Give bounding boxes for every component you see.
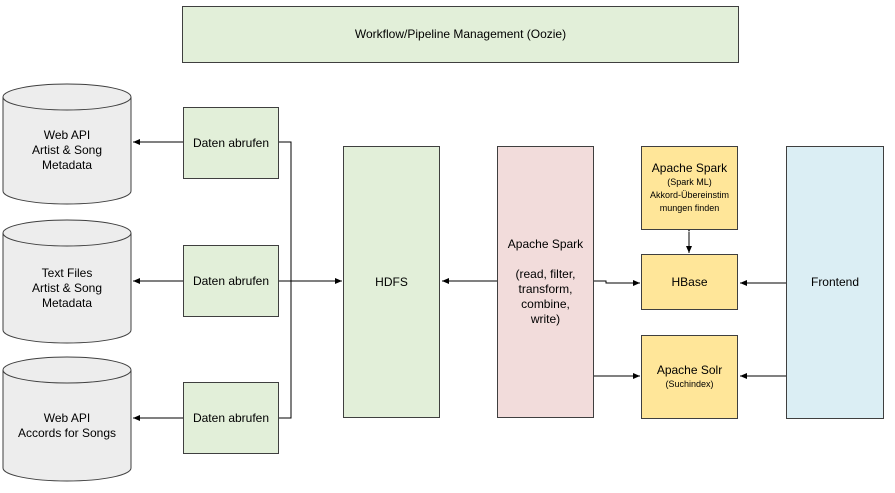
source-2-line-1: Text Files bbox=[41, 266, 93, 280]
line-fetch-3-to-bus bbox=[279, 281, 292, 419]
source-1-line-1: Web API bbox=[43, 128, 91, 142]
frontend-box: Frontend bbox=[786, 146, 884, 419]
fetcher-3-label: Daten abrufen bbox=[192, 410, 270, 425]
source-1-line-3: Metadata bbox=[41, 158, 93, 172]
cylinder-source-1 bbox=[2, 83, 132, 205]
workflow-management-box: Workflow/Pipeline Management (Oozie) bbox=[182, 6, 739, 63]
apache-solr-box: Apache Solr (Suchindex) bbox=[641, 335, 738, 419]
spark-title: Apache Spark bbox=[507, 237, 584, 251]
source-2-line-3: Metadata bbox=[41, 296, 93, 310]
spark-ml-detail: Akkord-Übereinstimmungen finden bbox=[649, 190, 730, 213]
source-3-line-2: Accords for Songs bbox=[17, 426, 117, 440]
hbase-label: HBase bbox=[671, 274, 708, 289]
spark-ml-box: Apache Spark (Spark ML) Akkord-Übereinst… bbox=[641, 146, 738, 230]
hdfs-label: HDFS bbox=[375, 274, 408, 289]
source-3-line-1: Web API bbox=[43, 411, 91, 425]
hbase-box: HBase bbox=[641, 254, 738, 310]
fetcher-box-3: Daten abrufen bbox=[183, 382, 279, 454]
fetcher-2-label: Daten abrufen bbox=[192, 273, 270, 288]
hdfs-box: HDFS bbox=[343, 146, 440, 418]
line-fetch-1-to-bus bbox=[279, 141, 292, 281]
source-1-line-2: Artist & Song bbox=[31, 143, 103, 157]
workflow-label: Workflow/Pipeline Management (Oozie) bbox=[354, 27, 567, 41]
source-3-label: Web API Accords for Songs bbox=[3, 411, 131, 441]
arrow-spark-to-hbase bbox=[594, 280, 640, 286]
source-1-label: Web API Artist & Song Metadata bbox=[3, 128, 131, 173]
apache-spark-box: Apache Spark (read, filter, transform, c… bbox=[497, 146, 594, 418]
source-2-label: Text Files Artist & Song Metadata bbox=[3, 266, 131, 311]
cylinder-source-2 bbox=[2, 219, 132, 344]
fetcher-box-2: Daten abrufen bbox=[183, 245, 279, 317]
source-2-line-2: Artist & Song bbox=[31, 281, 103, 295]
frontend-label: Frontend bbox=[810, 275, 860, 289]
cylinder-source-3 bbox=[2, 356, 132, 482]
solr-title: Apache Solr bbox=[656, 363, 723, 377]
spark-ml-sub: (Spark ML) bbox=[667, 177, 712, 187]
fetcher-1-label: Daten abrufen bbox=[192, 135, 270, 150]
spark-detail: (read, filter, transform, combine, write… bbox=[515, 267, 576, 326]
fetcher-box-1: Daten abrufen bbox=[183, 107, 279, 179]
spark-ml-title: Apache Spark bbox=[651, 161, 728, 175]
solr-sub: (Suchindex) bbox=[665, 379, 714, 389]
